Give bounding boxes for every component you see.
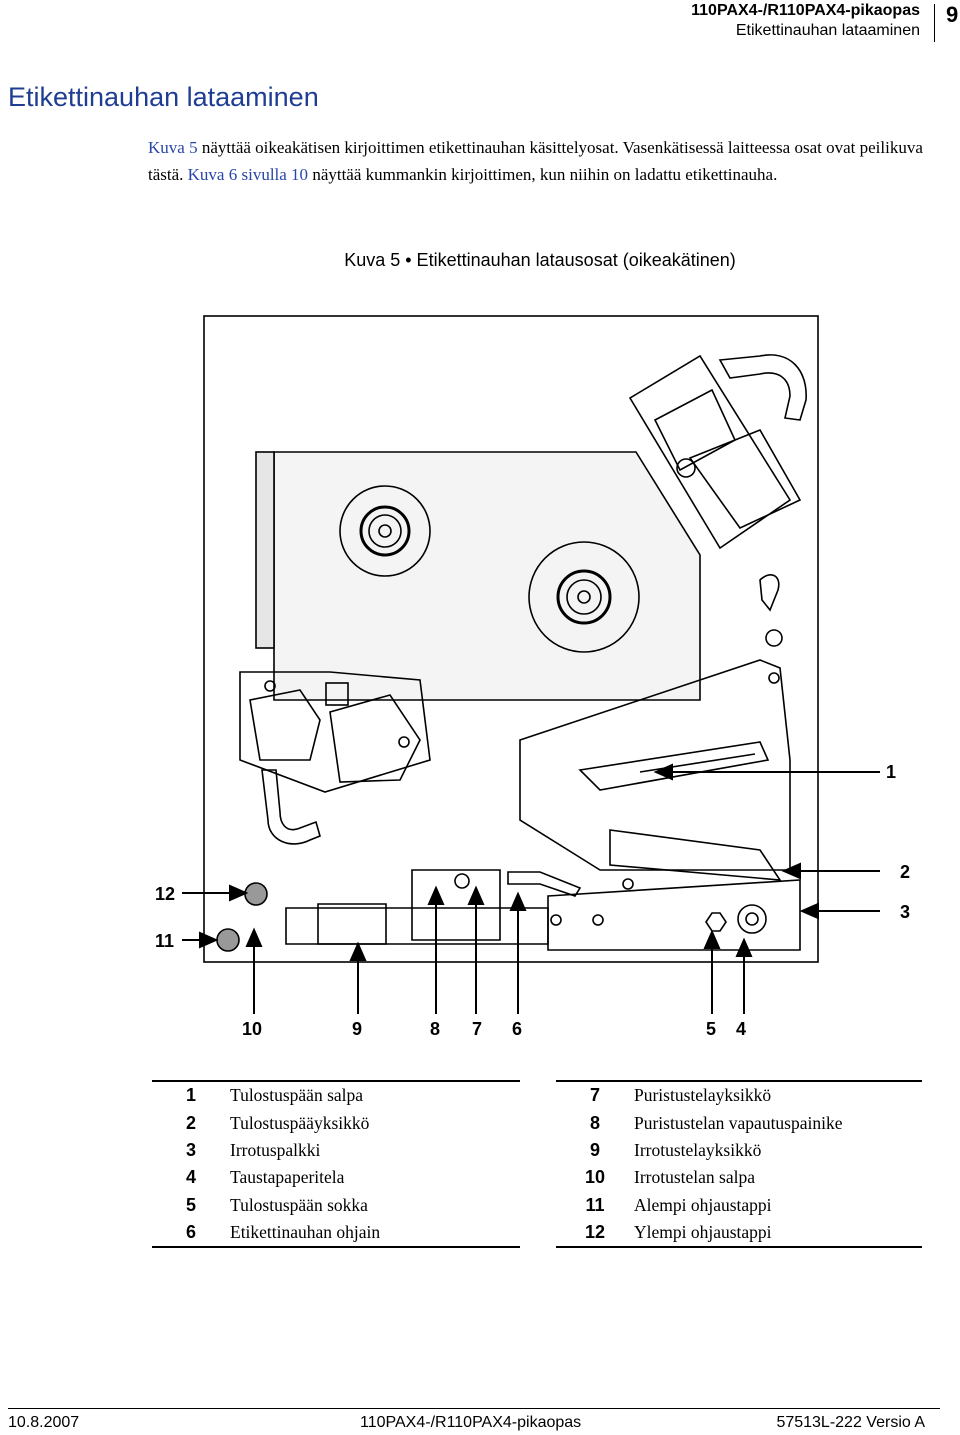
figure-page-link[interactable]: Kuva 6 sivulla 10 bbox=[187, 165, 309, 184]
upper-bracket bbox=[628, 354, 792, 550]
legend-number: 6 bbox=[185, 1222, 196, 1243]
callout-10: 10 bbox=[242, 1019, 262, 1039]
lower-guide-post bbox=[216, 928, 240, 952]
footer-guide-title: 110PAX4-/R110PAX4-pikaopas bbox=[360, 1414, 582, 1431]
section-title: Etikettinauhan lataaminen bbox=[8, 82, 319, 112]
legend-number: 7 bbox=[589, 1085, 600, 1106]
legend-row: 3 Irrotuspalkki bbox=[152, 1137, 520, 1164]
running-header-subtitle: Etikettinauhan lataaminen bbox=[735, 22, 920, 39]
legend-number: 4 bbox=[185, 1167, 196, 1188]
peel-roller-latch bbox=[317, 903, 387, 945]
legend-label: Tulostuspään salpa bbox=[230, 1085, 364, 1106]
pinch-release-button bbox=[454, 873, 470, 889]
printer-frame-outline bbox=[203, 315, 819, 963]
upper-plate-a bbox=[653, 388, 737, 472]
legend-number: 5 bbox=[185, 1194, 196, 1215]
pinch-roller-assembly bbox=[411, 869, 501, 941]
callout-8: 8 bbox=[430, 1019, 440, 1039]
callout-5: 5 bbox=[706, 1019, 716, 1039]
legend-label: Taustapaperitela bbox=[230, 1167, 345, 1188]
media-guide bbox=[507, 871, 582, 897]
upper-screw bbox=[676, 458, 696, 478]
intro-paragraph: Kuva 5 näyttää oikeakätisen kirjoittimen… bbox=[148, 134, 928, 188]
callout-4: 4 bbox=[736, 1019, 746, 1039]
callout-1: 1 bbox=[886, 762, 896, 782]
legend-label: Tulostuspääyksikkö bbox=[230, 1112, 370, 1133]
printhead-assembly bbox=[609, 829, 782, 881]
legend-row: 9 Irrotustelayksikkö bbox=[556, 1137, 922, 1164]
panel-edge bbox=[255, 451, 275, 649]
running-header-title: 110PAX4-/R110PAX4-pikaopas bbox=[691, 2, 920, 19]
legend-label: Irrotustelan salpa bbox=[634, 1167, 755, 1188]
legend-label: Irrotuspalkki bbox=[230, 1139, 321, 1160]
upper-handle bbox=[718, 354, 807, 421]
legend-row: 12 Ylempi ohjaustappi bbox=[556, 1219, 922, 1247]
platen-roller bbox=[737, 904, 767, 934]
latch-slot-line bbox=[639, 753, 756, 773]
legend-label: Irrotustelayksikkö bbox=[634, 1139, 762, 1160]
callout-12: 12 bbox=[155, 884, 175, 904]
callout-3: 3 bbox=[900, 902, 910, 922]
platen-roller-hub bbox=[745, 912, 759, 926]
legend-table-left: 1 Tulostuspään salpa 2 Tulostuspääyksikkö 3 I… bbox=[152, 1080, 520, 1249]
printhead-pin bbox=[705, 912, 727, 932]
legend-label: Etikettinauhan ohjain bbox=[230, 1222, 381, 1243]
legend-row: 7 Puristustelayksikkö bbox=[556, 1081, 922, 1109]
spring-clip bbox=[759, 574, 780, 612]
pivot-screw bbox=[765, 629, 783, 647]
figure-link[interactable]: Kuva 5 bbox=[148, 138, 198, 157]
intro-text-1: näyttää oikeakätisen kirjoittimen etiket… bbox=[148, 138, 923, 184]
supply-spindle bbox=[339, 485, 431, 577]
legend-row: 10 Irrotustelan salpa bbox=[556, 1164, 922, 1191]
footer-document-id: 57513L-222 Versio A bbox=[776, 1414, 925, 1431]
legend-label: Alempi ohjaustappi bbox=[634, 1194, 772, 1215]
legend-row: 5 Tulostuspään sokka bbox=[152, 1192, 520, 1219]
legend-row: 1 Tulostuspään salpa bbox=[152, 1081, 520, 1109]
printer-media-path-illustration: 1 2 3 4 5 6 7 8 9 10 11 12 bbox=[155, 315, 910, 1039]
legend-number: 9 bbox=[589, 1139, 600, 1160]
spindle-panel bbox=[273, 451, 701, 701]
callout-7: 7 bbox=[472, 1019, 482, 1039]
left-plate-a bbox=[249, 689, 321, 761]
peel-roller-assembly bbox=[285, 907, 549, 945]
left-screw-block bbox=[325, 682, 349, 706]
legend-row: 8 Puristustelan vapautuspainike bbox=[556, 1109, 922, 1136]
legend-number: 2 bbox=[185, 1112, 196, 1133]
legend-number: 12 bbox=[584, 1222, 606, 1243]
callout-2: 2 bbox=[900, 862, 910, 882]
legend-row: 6 Etikettinauhan ohjain bbox=[152, 1219, 520, 1247]
legend-table-right: 7 Puristustelayksikkö 8 Puristustelan vapau… bbox=[556, 1080, 922, 1249]
intro-text-2: näyttää kummankin kirjoittimen, kun niih… bbox=[308, 165, 778, 184]
printhead-latch-slot bbox=[578, 741, 770, 791]
legend-label: Puristustelayksikkö bbox=[634, 1085, 772, 1106]
legend-label: Puristustelan vapautuspainike bbox=[634, 1112, 843, 1133]
legend-number: 10 bbox=[584, 1167, 606, 1188]
legend-number: 11 bbox=[585, 1194, 605, 1215]
legend-number: 1 bbox=[185, 1085, 196, 1106]
tear-bar-rail bbox=[547, 879, 801, 951]
callout-11: 11 bbox=[155, 931, 174, 951]
legend-number: 8 bbox=[589, 1112, 600, 1133]
callout-6: 6 bbox=[512, 1019, 522, 1039]
left-pivot-assembly bbox=[239, 671, 431, 793]
page-number: 9 bbox=[946, 2, 959, 27]
legend-label: Tulostuspään sokka bbox=[230, 1194, 368, 1215]
upper-guide-post bbox=[244, 882, 268, 906]
upper-plate-b bbox=[688, 428, 802, 530]
legend-label: Ylempi ohjaustappi bbox=[634, 1222, 772, 1243]
legend-row: 2 Tulostuspääyksikkö bbox=[152, 1109, 520, 1136]
footer-date: 10.8.2007 bbox=[8, 1414, 80, 1431]
figure-caption: Kuva 5 • Etikettinauhan latausosat (oike… bbox=[344, 250, 736, 270]
left-plate-b bbox=[329, 694, 421, 783]
legend-number: 3 bbox=[185, 1139, 196, 1160]
legend-row: 11 Alempi ohjaustappi bbox=[556, 1192, 922, 1219]
header-divider bbox=[934, 4, 935, 42]
footer-divider bbox=[8, 1408, 940, 1409]
callout-9: 9 bbox=[352, 1019, 362, 1039]
takeup-spindle bbox=[528, 541, 640, 653]
printhead-mechanism bbox=[519, 659, 791, 871]
lower-handle bbox=[261, 769, 321, 845]
legend-row: 4 Taustapaperitela bbox=[152, 1164, 520, 1191]
